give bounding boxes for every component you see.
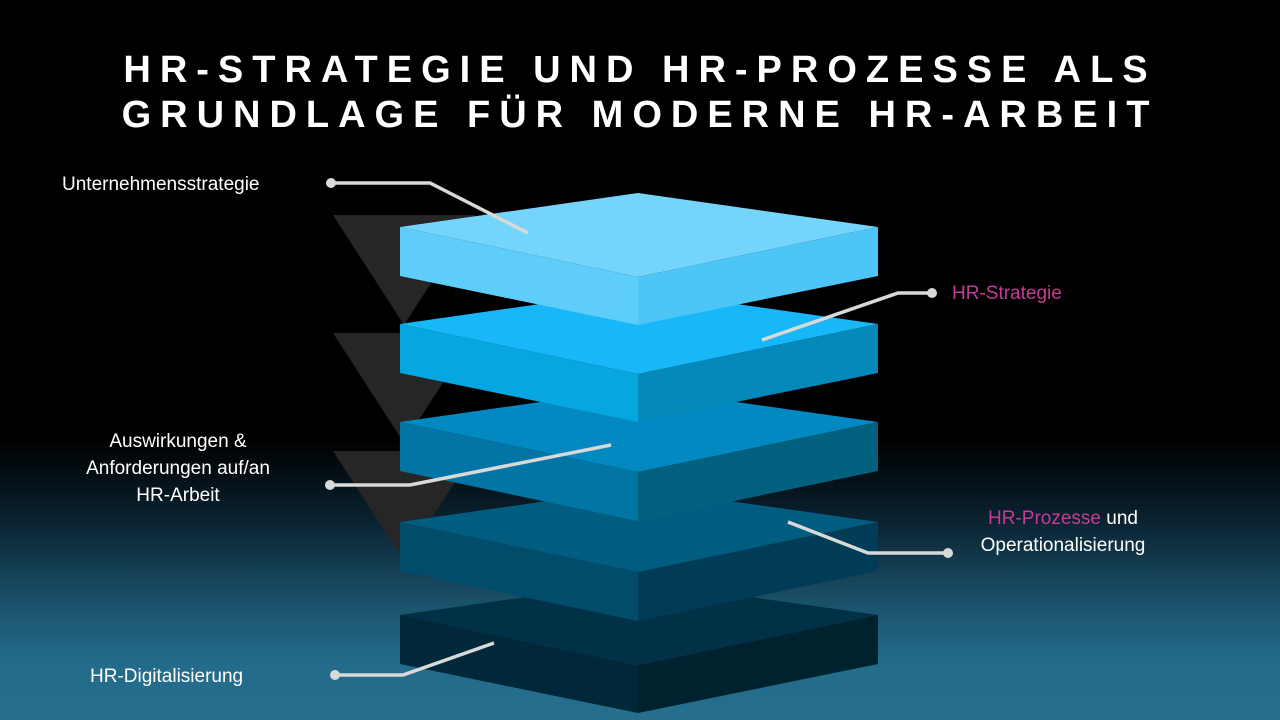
label-hr-strategie: HR-Strategie — [952, 283, 1062, 304]
connector-hr-digitalisierung — [333, 641, 495, 677]
connector-dots — [325, 178, 953, 680]
label-auswirkungen-line-2: Anforderungen auf/an — [86, 458, 270, 479]
layer-auswirkungen — [400, 388, 878, 521]
label-auswirkungen-line-3: HR-Arbeit — [136, 485, 220, 506]
connector-auswirkungen — [330, 443, 612, 487]
connector-hr-prozesse — [787, 520, 947, 555]
dot-icon — [326, 178, 336, 188]
dot-icon — [943, 548, 953, 558]
label-hr-prozesse-line-1: HR-Prozesse und — [960, 505, 1166, 532]
label-hr-digitalisierung: HR-Digitalisierung — [90, 666, 244, 687]
layer-unternehmensstrategie — [400, 193, 878, 325]
layer-hr-strategie — [400, 290, 878, 422]
connector-unternehmensstrategie — [331, 181, 529, 235]
dot-icon — [927, 288, 937, 298]
label-unternehmensstrategie: Unternehmensstrategie — [62, 174, 260, 195]
label-operationalisierung: Operationalisierung — [980, 535, 1146, 556]
dot-icon — [325, 480, 335, 490]
hr-prozesse-highlight: HR-Prozesse — [988, 508, 1101, 529]
title-line-2: GRUNDLAGE FÜR MODERNE HR-ARBEIT — [121, 94, 1159, 136]
label-auswirkungen: Auswirkungen & Anforderungen auf/an HR-A… — [78, 428, 278, 509]
hr-prozesse-und: und — [1101, 508, 1138, 529]
label-auswirkungen-line-1: Auswirkungen & — [109, 431, 247, 452]
connector-hr-strategie — [761, 291, 931, 342]
layer-hr-prozesse — [400, 488, 878, 621]
slide-title: HR-STRATEGIE UND HR-PROZESSE ALS GRUNDLA… — [0, 48, 1280, 138]
title-line-1: HR-STRATEGIE UND HR-PROZESSE ALS — [123, 49, 1157, 91]
dot-icon — [330, 670, 340, 680]
label-hr-prozesse: HR-Prozesse und Operationalisierung — [960, 505, 1166, 559]
connectors — [330, 181, 947, 677]
layer-hr-digitalisierung — [400, 581, 878, 713]
